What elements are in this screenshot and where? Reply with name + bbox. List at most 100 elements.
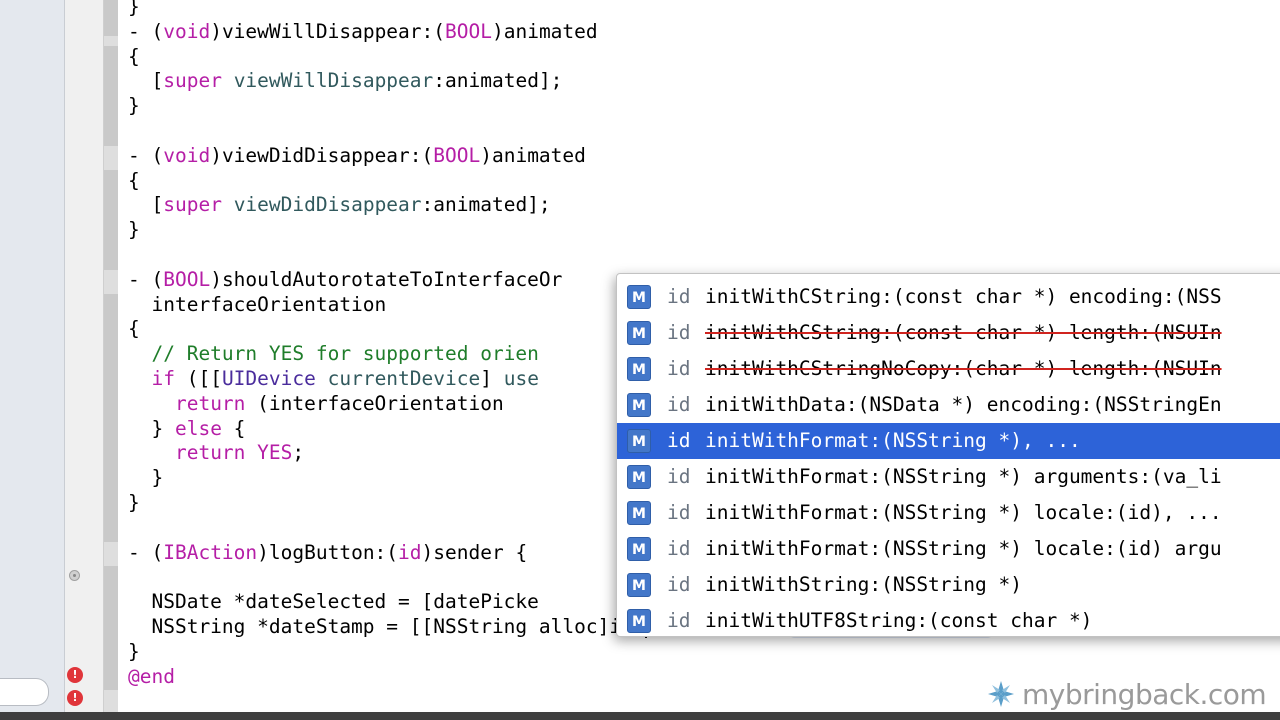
code-line[interactable]: }: [128, 94, 140, 118]
code-line[interactable]: }: [128, 218, 140, 242]
code-token: interfaceOrientation: [128, 292, 387, 316]
completion-signature: initWithCString:(const char *) length:(N…: [705, 321, 1222, 344]
code-token: currentDevice: [327, 367, 481, 390]
code-line[interactable]: if ([[UIDevice currentDevice] use: [128, 367, 538, 391]
code-token: // Return YES for supported orien: [151, 342, 539, 366]
fold-marker[interactable]: [104, 46, 118, 146]
code-token: BOOL: [445, 19, 492, 43]
code-line[interactable]: {: [128, 169, 140, 193]
code-token: :animated];: [433, 69, 563, 93]
completion-return-type: id: [667, 393, 691, 416]
fold-marker[interactable]: [104, 566, 118, 690]
code-line[interactable]: // Return YES for supported orien: [128, 342, 539, 366]
code-line[interactable]: } else {: [128, 417, 245, 441]
method-kind-icon: M: [627, 285, 651, 309]
code-token: }: [128, 639, 140, 663]
window-bottom-edge: [0, 712, 1280, 720]
code-token: super: [163, 69, 222, 93]
method-kind-icon: M: [627, 537, 651, 561]
completion-return-type: id: [667, 465, 691, 488]
code-token: IBAction: [163, 540, 258, 564]
code-token: )viewWillDisappear:(: [210, 19, 446, 43]
code-line[interactable]: }: [128, 0, 140, 19]
navigator-filter-field[interactable]: [0, 678, 49, 706]
code-token: ([[: [174, 367, 222, 390]
code-line[interactable]: - (void)viewWillDisappear:(BOOL)animated: [128, 20, 598, 44]
code-token: }: [128, 491, 140, 514]
code-token: return: [174, 441, 246, 465]
code-token: UIDevice: [221, 367, 316, 390]
code-token: [128, 367, 151, 390]
error-icon[interactable]: !: [67, 667, 83, 683]
watermark-suffix: .com: [1199, 677, 1267, 711]
code-line[interactable]: NSDate *dateSelected = [datePicke: [128, 590, 539, 614]
code-token: - (: [128, 540, 164, 564]
code-line[interactable]: }: [128, 466, 163, 490]
breakpoint-marker-icon[interactable]: [69, 570, 80, 581]
completion-signature: initWithUTF8String:(const char *): [705, 609, 1093, 632]
line-gutter[interactable]: [65, 0, 103, 712]
code-token: }: [128, 94, 140, 118]
completion-return-type: id: [667, 501, 691, 524]
code-token: :animated];: [421, 193, 551, 217]
code-line[interactable]: @end: [128, 665, 175, 689]
completion-signature: initWithString:(NSString *): [705, 573, 1022, 596]
completion-return-type: id: [667, 429, 691, 452]
code-line[interactable]: - (void)viewDidDisappear:(BOOL)animated: [128, 144, 586, 168]
code-token: [128, 441, 175, 464]
code-token: )animated: [480, 143, 586, 167]
focus-ribbon[interactable]: [103, 0, 118, 712]
completion-signature: initWithFormat:(NSString *) arguments:(v…: [705, 465, 1222, 488]
code-token: {: [128, 44, 140, 68]
code-line[interactable]: return (interfaceOrientation: [128, 392, 504, 416]
code-token: BOOL: [433, 143, 481, 167]
error-icon[interactable]: !: [67, 690, 83, 706]
code-token: )animated: [491, 19, 598, 43]
code-line[interactable]: [super viewWillDisappear:animated];: [128, 69, 562, 93]
code-token: else: [174, 416, 222, 440]
completion-signature: initWithCString:(const char *) encoding:…: [705, 285, 1222, 308]
code-token: NSString *dateStamp = [[NSString alloc]: [128, 615, 610, 638]
code-token: void: [163, 143, 211, 167]
method-kind-icon: M: [627, 501, 651, 525]
code-token: @end: [128, 664, 175, 688]
code-token: void: [163, 19, 211, 43]
method-kind-icon: M: [627, 465, 651, 489]
code-line[interactable]: - (BOOL)shouldAutorotateToInterfaceOr: [128, 268, 562, 292]
code-line[interactable]: {: [128, 317, 140, 341]
code-token: NSDate *dateSelected = [datePicke: [128, 590, 539, 614]
code-token: ;: [292, 441, 305, 465]
code-line[interactable]: }: [128, 491, 140, 515]
code-line[interactable]: [super viewDidDisappear:animated];: [128, 193, 551, 217]
completion-return-type: id: [667, 609, 691, 632]
method-kind-icon: M: [627, 321, 651, 345]
code-line[interactable]: {: [128, 45, 140, 69]
code-line[interactable]: interfaceOrientation: [128, 293, 386, 317]
code-line[interactable]: - (IBAction)logButton:(id)sender {: [128, 541, 527, 565]
method-kind-icon: M: [627, 429, 651, 453]
fold-marker[interactable]: [104, 170, 118, 270]
fold-marker[interactable]: [104, 0, 118, 36]
code-line[interactable]: return YES;: [128, 441, 304, 465]
code-token: [222, 193, 234, 216]
completion-signature: initWithFormat:(NSString *) locale:(id) …: [705, 537, 1222, 560]
code-token: return: [174, 391, 246, 415]
method-kind-icon: M: [627, 393, 651, 417]
code-token: )viewDidDisappear:(: [210, 143, 434, 167]
code-line[interactable]: }: [128, 640, 140, 664]
code-token: id: [398, 540, 422, 564]
code-token: }: [128, 218, 140, 242]
fold-marker[interactable]: [104, 294, 118, 542]
code-token: viewDidDisappear: [233, 193, 422, 217]
